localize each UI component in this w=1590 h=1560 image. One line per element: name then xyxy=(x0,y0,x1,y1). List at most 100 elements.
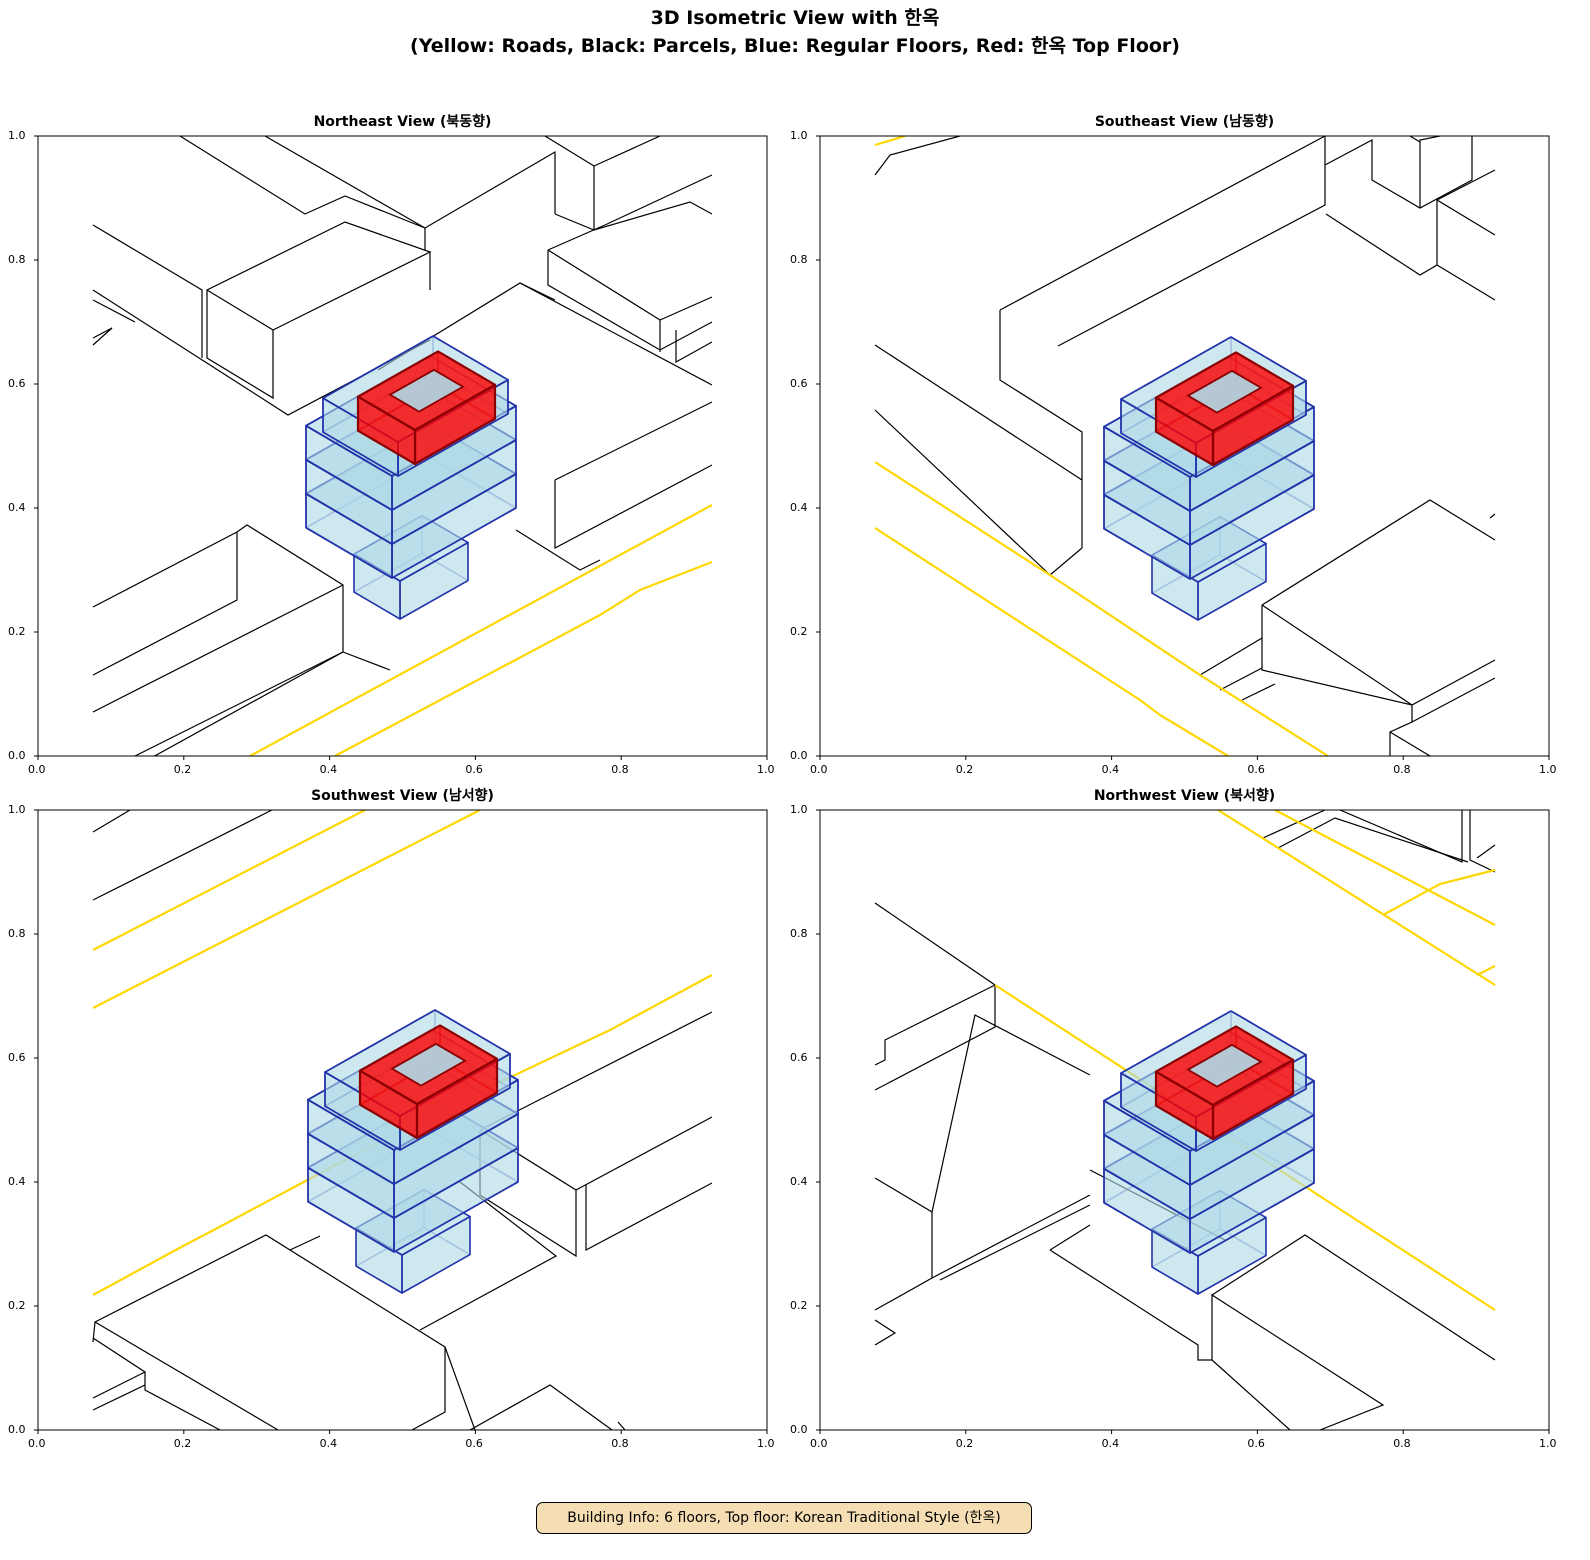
parcel-line xyxy=(931,1194,1091,1279)
parcel-line xyxy=(1489,513,1496,519)
x-tick-label: 0.4 xyxy=(319,763,338,776)
road-line xyxy=(874,136,906,147)
parcel-line xyxy=(874,1177,933,1311)
x-tick-label: 0.8 xyxy=(611,1437,629,1450)
parcel-line xyxy=(206,221,432,400)
y-tick-label: 0.6 xyxy=(790,1051,808,1064)
hanok-courtyard xyxy=(388,368,465,413)
x-tick-label: 0.0 xyxy=(28,763,46,776)
axes-frame-southeast xyxy=(819,135,1550,757)
parcel-line xyxy=(1324,136,1473,209)
parcel-line xyxy=(94,1321,279,1430)
y-tick-label: 1.0 xyxy=(8,803,26,816)
parcel-line xyxy=(1419,136,1441,208)
x-tick-label: 0.8 xyxy=(611,763,629,776)
parcel-line xyxy=(1049,547,1083,576)
road-line xyxy=(1217,810,1496,986)
axes-frame-northeast xyxy=(37,135,768,757)
parcel-line xyxy=(92,1337,221,1430)
building xyxy=(1103,1010,1315,1295)
parcel-line xyxy=(547,250,713,351)
parcel-line xyxy=(554,401,713,481)
parcel-line xyxy=(675,330,713,364)
y-tick-label: 0.8 xyxy=(790,927,808,940)
figure-title-line1: 3D Isometric View with 한옥 xyxy=(650,7,940,29)
panel-northwest xyxy=(820,810,1549,1430)
building xyxy=(1103,336,1315,621)
hanok-courtyard xyxy=(390,1042,467,1087)
y-tick-label: 0.4 xyxy=(8,501,26,514)
y-tick-label: 0.8 xyxy=(8,927,26,940)
parcel-line xyxy=(874,409,1051,576)
y-tick-label: 0.0 xyxy=(8,1423,26,1436)
figure-title-line2: (Yellow: Roads, Black: Parcels, Blue: Re… xyxy=(410,35,1180,57)
parcel-line xyxy=(92,810,131,833)
panel-southwest xyxy=(38,810,767,1430)
y-tick-label: 0.6 xyxy=(8,377,26,390)
parcel-line xyxy=(999,136,1326,311)
panel-southeast xyxy=(820,136,1549,756)
parcel-line xyxy=(1049,1224,1091,1251)
x-tick-label: 0.6 xyxy=(1247,763,1265,776)
parcel-line xyxy=(874,902,996,1091)
building xyxy=(305,335,517,620)
parcel-line xyxy=(1219,667,1263,691)
parcel-line xyxy=(1277,817,1469,863)
hanok-courtyard xyxy=(1186,1043,1263,1088)
parcel-line xyxy=(92,1234,446,1430)
y-tick-label: 1.0 xyxy=(790,129,808,142)
parcel-line xyxy=(1476,844,1496,859)
y-tick-label: 0.4 xyxy=(8,1175,26,1188)
parcel-line xyxy=(1261,499,1496,606)
parcel-line xyxy=(92,810,273,901)
parcel-line xyxy=(134,651,344,756)
parcel-line xyxy=(874,1319,897,1346)
x-tick-label: 0.6 xyxy=(465,763,483,776)
parcel-line xyxy=(1436,264,1496,301)
parcel-line xyxy=(1261,605,1496,706)
parcel-line xyxy=(92,584,344,713)
parcel-line xyxy=(92,1384,146,1411)
x-tick-label: 0.6 xyxy=(465,1437,483,1450)
parcel-line xyxy=(554,464,713,549)
parcel-line xyxy=(1411,677,1496,723)
parcel-line xyxy=(1211,1234,1496,1361)
parcel-line xyxy=(264,136,426,229)
x-tick-label: 0.4 xyxy=(319,1437,338,1450)
parcel-line xyxy=(1469,810,1496,873)
parcel-line xyxy=(1211,1359,1291,1430)
y-tick-label: 0.2 xyxy=(790,1299,808,1312)
parcel-line xyxy=(444,1346,476,1430)
parcel-line xyxy=(874,136,961,176)
parcel-line xyxy=(1436,169,1496,201)
parcel-line xyxy=(179,136,556,229)
road-line xyxy=(92,810,481,1009)
parcel-line xyxy=(1389,705,1413,756)
y-tick-label: 0.2 xyxy=(8,625,26,638)
parcel-line xyxy=(419,1181,558,1331)
parcel-line xyxy=(1057,136,1326,347)
road-line xyxy=(874,461,1329,756)
x-tick-label: 1.0 xyxy=(757,763,775,776)
y-tick-label: 0.0 xyxy=(790,749,808,762)
road-line xyxy=(1476,965,1496,976)
panel-title-southwest: Southwest View (남서향) xyxy=(311,788,494,804)
parcel-line xyxy=(1339,810,1463,863)
x-tick-label: 0.4 xyxy=(1101,1437,1120,1450)
road-line xyxy=(1382,868,1496,916)
road-line xyxy=(92,810,366,951)
x-tick-label: 0.8 xyxy=(1393,1437,1411,1450)
road-line xyxy=(1274,810,1496,926)
y-tick-label: 0.8 xyxy=(790,253,808,266)
panel-title-southeast: Southeast View (남동향) xyxy=(1094,114,1275,130)
x-tick-label: 0.6 xyxy=(1247,1437,1265,1450)
building-info-box: Building Info: 6 floors, Top floor: Kore… xyxy=(536,1502,1032,1534)
y-tick-label: 0.2 xyxy=(8,1299,26,1312)
x-tick-label: 0.2 xyxy=(955,1437,974,1450)
parcel-line xyxy=(617,1421,626,1430)
axes-frame-northwest xyxy=(819,809,1550,1431)
x-tick-label: 0.2 xyxy=(955,763,974,776)
parcel-line xyxy=(585,1182,713,1251)
y-tick-label: 0.8 xyxy=(8,253,26,266)
